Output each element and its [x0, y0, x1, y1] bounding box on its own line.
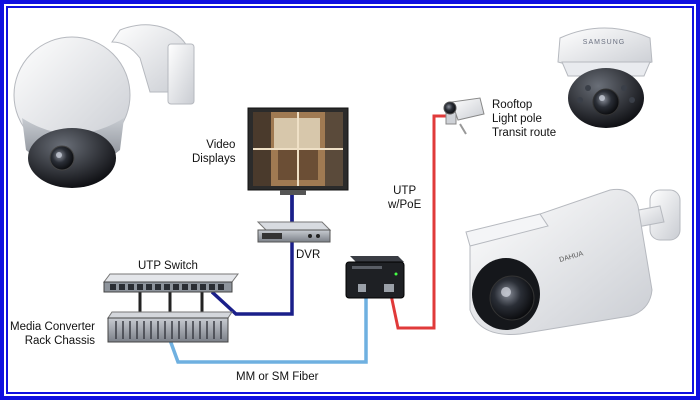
media-converter-standalone	[345, 256, 405, 299]
label-dvr: DVR	[296, 249, 321, 261]
label-utp-switch: UTP Switch	[138, 260, 198, 272]
label-utp-poe: UTP w/PoE	[388, 184, 421, 212]
dvr-device	[256, 221, 332, 243]
label-camera-locations: Rooftop Light pole Transit route	[492, 98, 556, 140]
cable-poe	[388, 114, 448, 330]
video-display-monitor	[247, 107, 349, 195]
dome-camera: SAMSUNG	[557, 27, 653, 128]
rooftop-camera	[443, 97, 485, 135]
cable-utp-switch-to-converter	[210, 190, 294, 316]
label-fiber: MM or SM Fiber	[236, 371, 319, 383]
label-location-transit-route: Transit route	[492, 127, 557, 139]
cable-fiber	[168, 296, 368, 364]
ptz-camera	[13, 24, 195, 188]
label-video-displays: Video Displays	[192, 138, 235, 166]
label-location-rooftop: Rooftop	[492, 99, 533, 111]
dome-camera-brand: SAMSUNG	[583, 39, 625, 46]
label-video-displays-line-2: Displays	[192, 153, 236, 165]
label-location-light-pole: Light pole	[492, 113, 542, 125]
label-video-displays-line-1: Video	[206, 139, 236, 151]
utp-switch	[103, 273, 239, 293]
label-utp-poe-line-1: UTP	[393, 185, 417, 197]
bullet-camera: DAHUA	[465, 188, 681, 335]
media-converter-chassis	[107, 311, 233, 343]
label-media-converter-line-1: Media Converter	[10, 321, 96, 333]
label-media-converter: Media Converter Rack Chassis	[10, 320, 95, 348]
label-media-converter-line-2: Rack Chassis	[24, 335, 96, 347]
label-utp-poe-line-2: w/PoE	[388, 199, 422, 211]
